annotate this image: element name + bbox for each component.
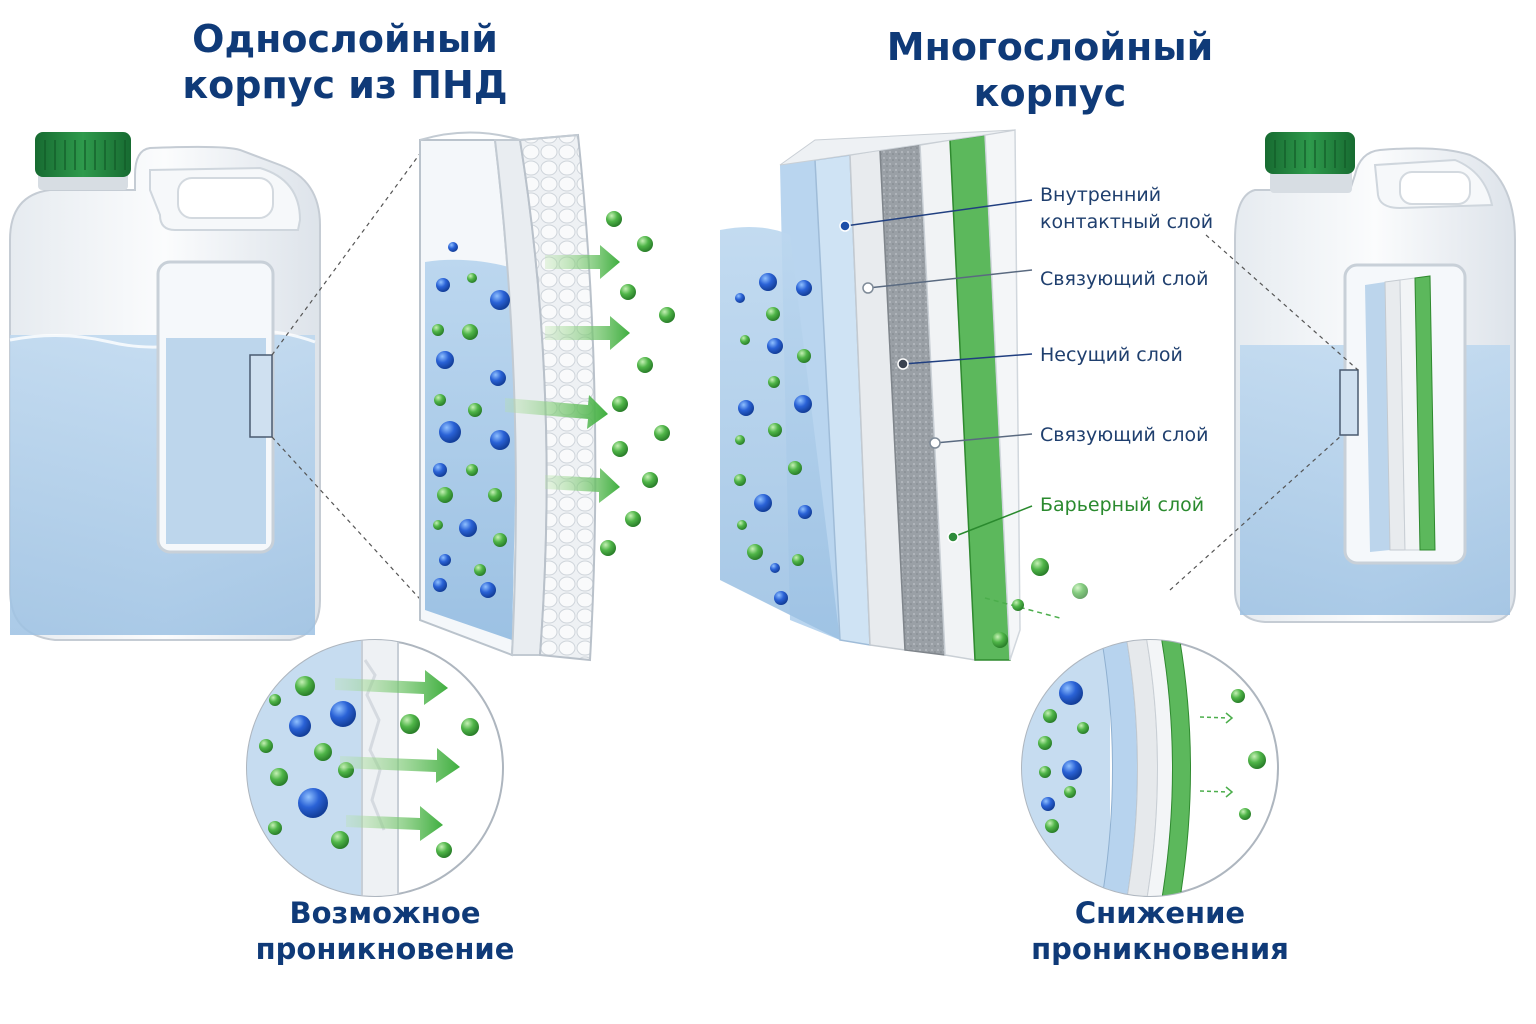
left-title: Однослойный корпус из ПНД bbox=[145, 16, 545, 108]
right-zoom-circle bbox=[1021, 639, 1279, 897]
layer-leaders bbox=[839, 199, 1033, 543]
multilayer-section bbox=[720, 129, 1021, 661]
layer-label-barrier: Барьерный слой bbox=[1040, 494, 1205, 516]
right-caption-line1: Снижение bbox=[1074, 896, 1246, 930]
left-caption: Возможное проникновение bbox=[210, 895, 560, 967]
left-caption-line2: проникновение bbox=[255, 932, 515, 966]
left-molecules bbox=[432, 242, 510, 598]
left-canister bbox=[9, 132, 321, 641]
right-caption: Снижение проникновения bbox=[985, 895, 1335, 967]
right-title-line1: Многослойный bbox=[886, 25, 1214, 69]
layer-label-carrier: Несущий слой bbox=[1040, 344, 1183, 366]
permeation-arrows bbox=[505, 245, 630, 503]
right-caption-line2: проникновения bbox=[1031, 932, 1289, 966]
reduced-escape bbox=[984, 558, 1088, 648]
single-layer-section bbox=[419, 131, 597, 662]
middle-molecules bbox=[734, 273, 812, 605]
left-title-line2: корпус из ПНД bbox=[182, 63, 508, 107]
right-canister bbox=[1234, 132, 1516, 623]
right-title-line2: корпус bbox=[973, 71, 1127, 115]
left-title-line1: Однослойный bbox=[192, 17, 498, 61]
layer-label-tie-2: Связующий слой bbox=[1040, 424, 1209, 446]
layer-label-inner-contact: Внутренний контактный слой bbox=[1040, 184, 1214, 233]
left-caption-line1: Возможное bbox=[289, 896, 481, 930]
right-title: Многослойный корпус bbox=[840, 24, 1260, 116]
escaped-molecules bbox=[600, 211, 675, 556]
left-zoom-circle bbox=[246, 639, 504, 897]
layer-label-tie-1: Связующий слой bbox=[1040, 268, 1209, 290]
